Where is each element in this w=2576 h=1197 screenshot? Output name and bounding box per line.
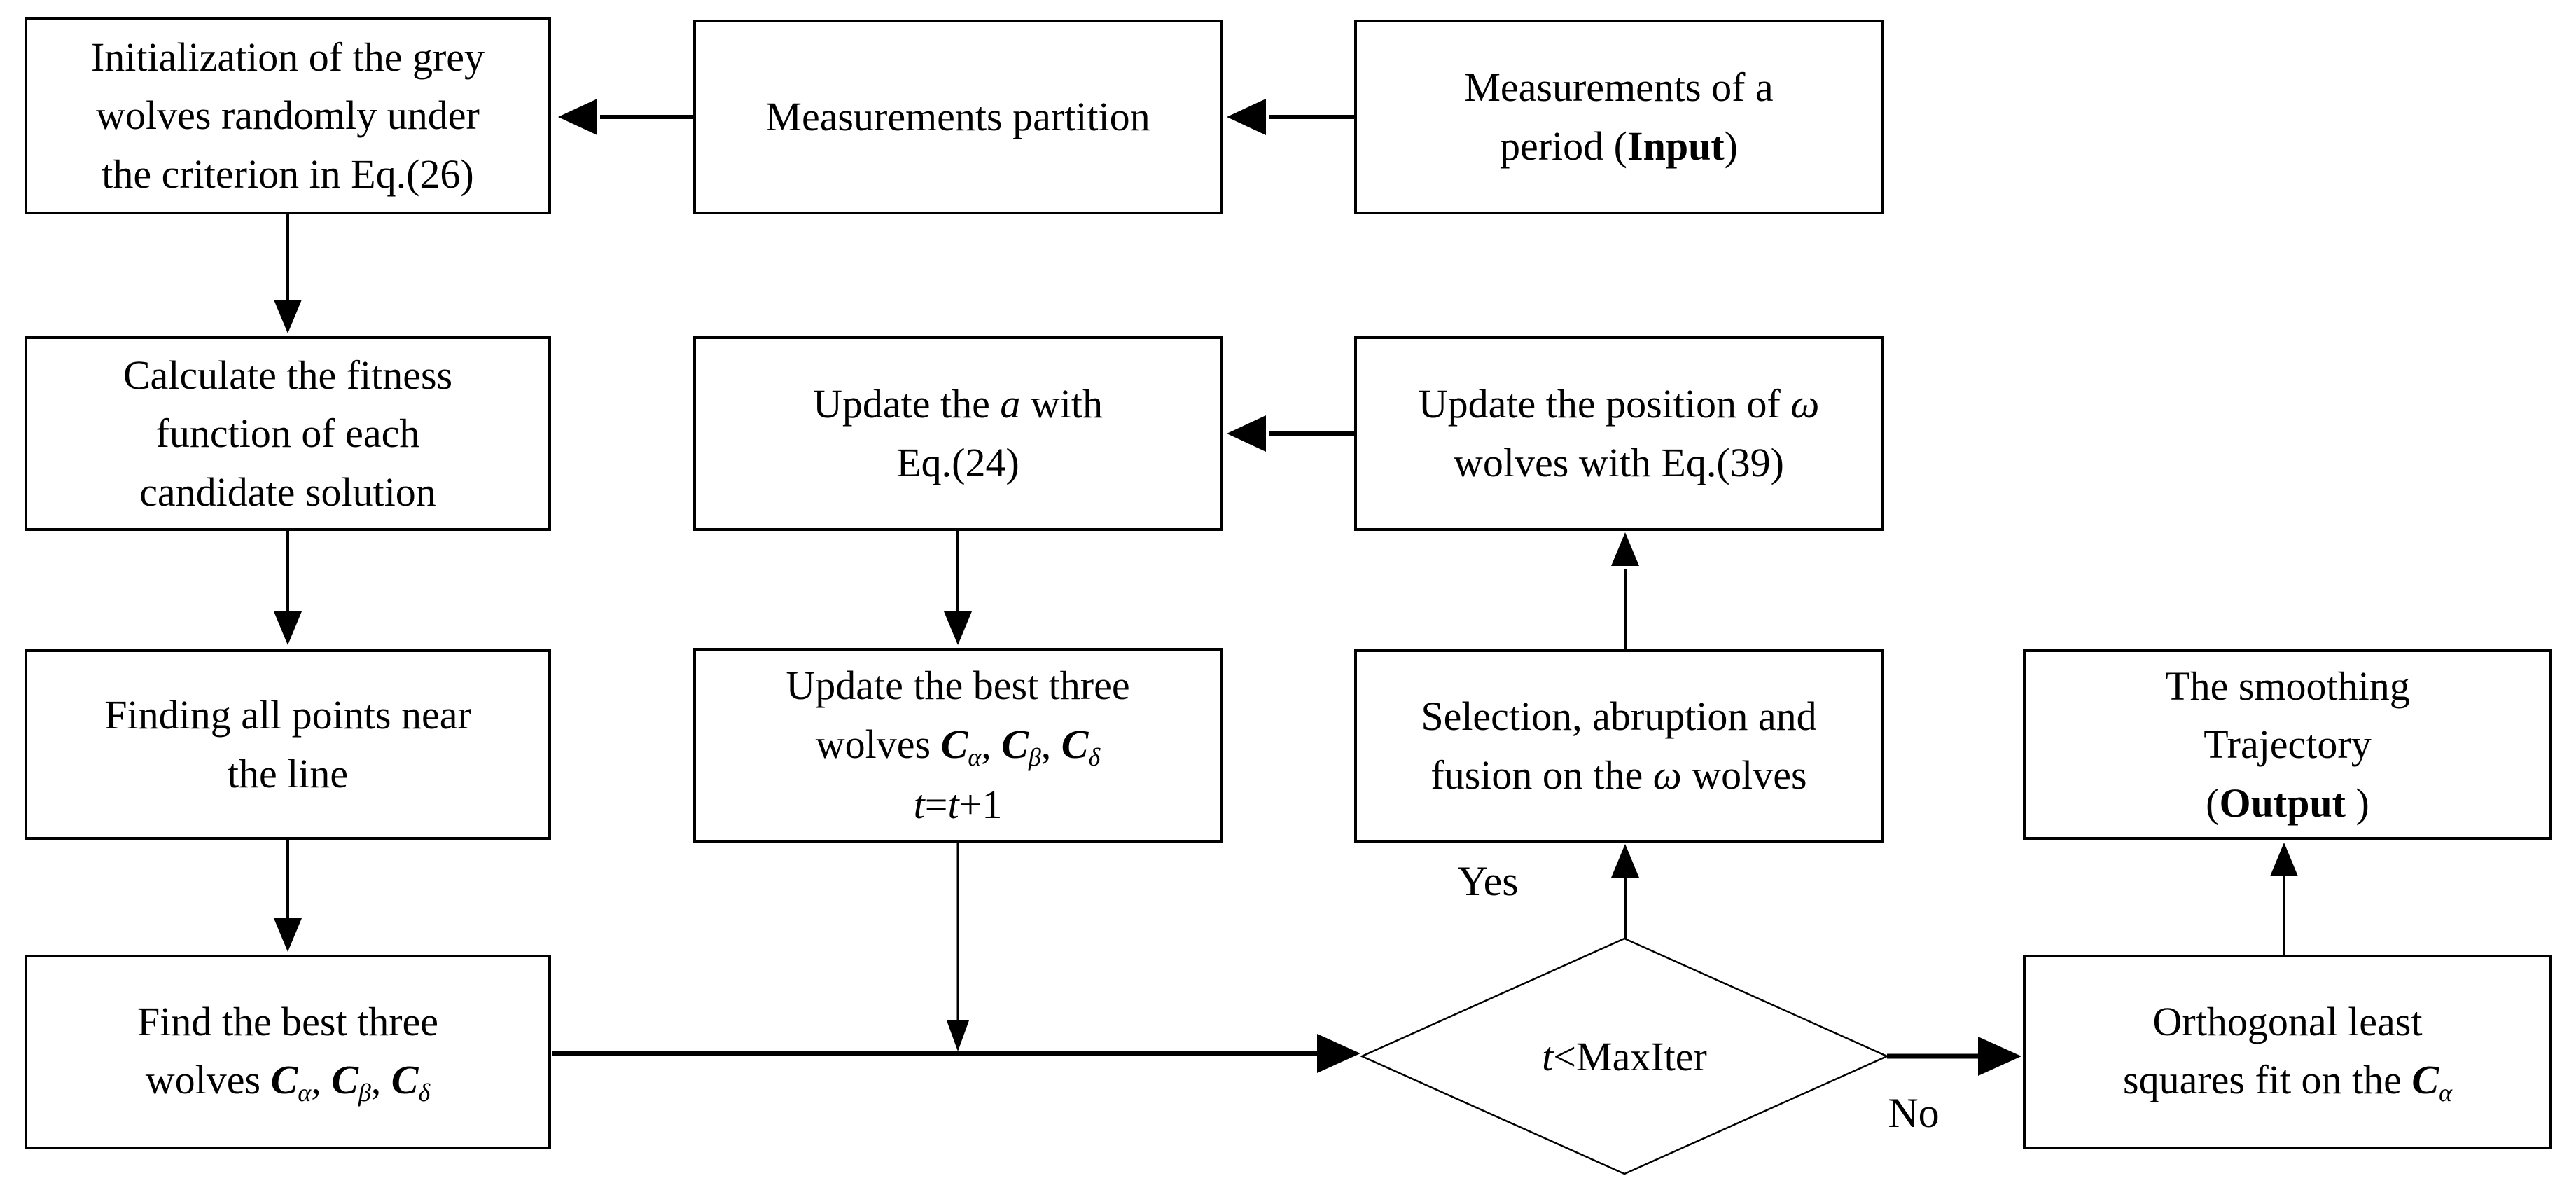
arrow-partition-to-initialization <box>558 99 693 135</box>
arrow-finding-points-to-find-best <box>274 840 302 952</box>
arrow-update-omega-to-update-a <box>1227 415 1354 452</box>
arrow-decision-to-selection-yes <box>1611 844 1639 939</box>
arrow-selection-to-update-omega <box>1611 532 1639 649</box>
edge-label-yes: Yes <box>1457 857 1519 904</box>
arrow-find-best-to-decision <box>552 1034 1360 1073</box>
box-measurements-partition: Measurements partition <box>693 20 1223 214</box>
arrow-update-best-to-junction <box>947 843 969 1051</box>
arrow-initialization-to-fitness <box>274 214 302 333</box>
decision-iteration-check: t<MaxIter <box>1542 1033 1707 1079</box>
arrow-update-a-to-update-best <box>944 531 972 645</box>
arrow-ols-to-output <box>2270 843 2298 955</box>
decision-diamond-shape <box>1359 937 1890 1175</box>
arrow-decision-to-ols-no <box>1887 1037 2021 1076</box>
arrow-fitness-to-finding-points <box>274 531 302 645</box>
arrow-input-to-partition <box>1227 99 1354 135</box>
edge-label-no: No <box>1888 1089 1940 1136</box>
